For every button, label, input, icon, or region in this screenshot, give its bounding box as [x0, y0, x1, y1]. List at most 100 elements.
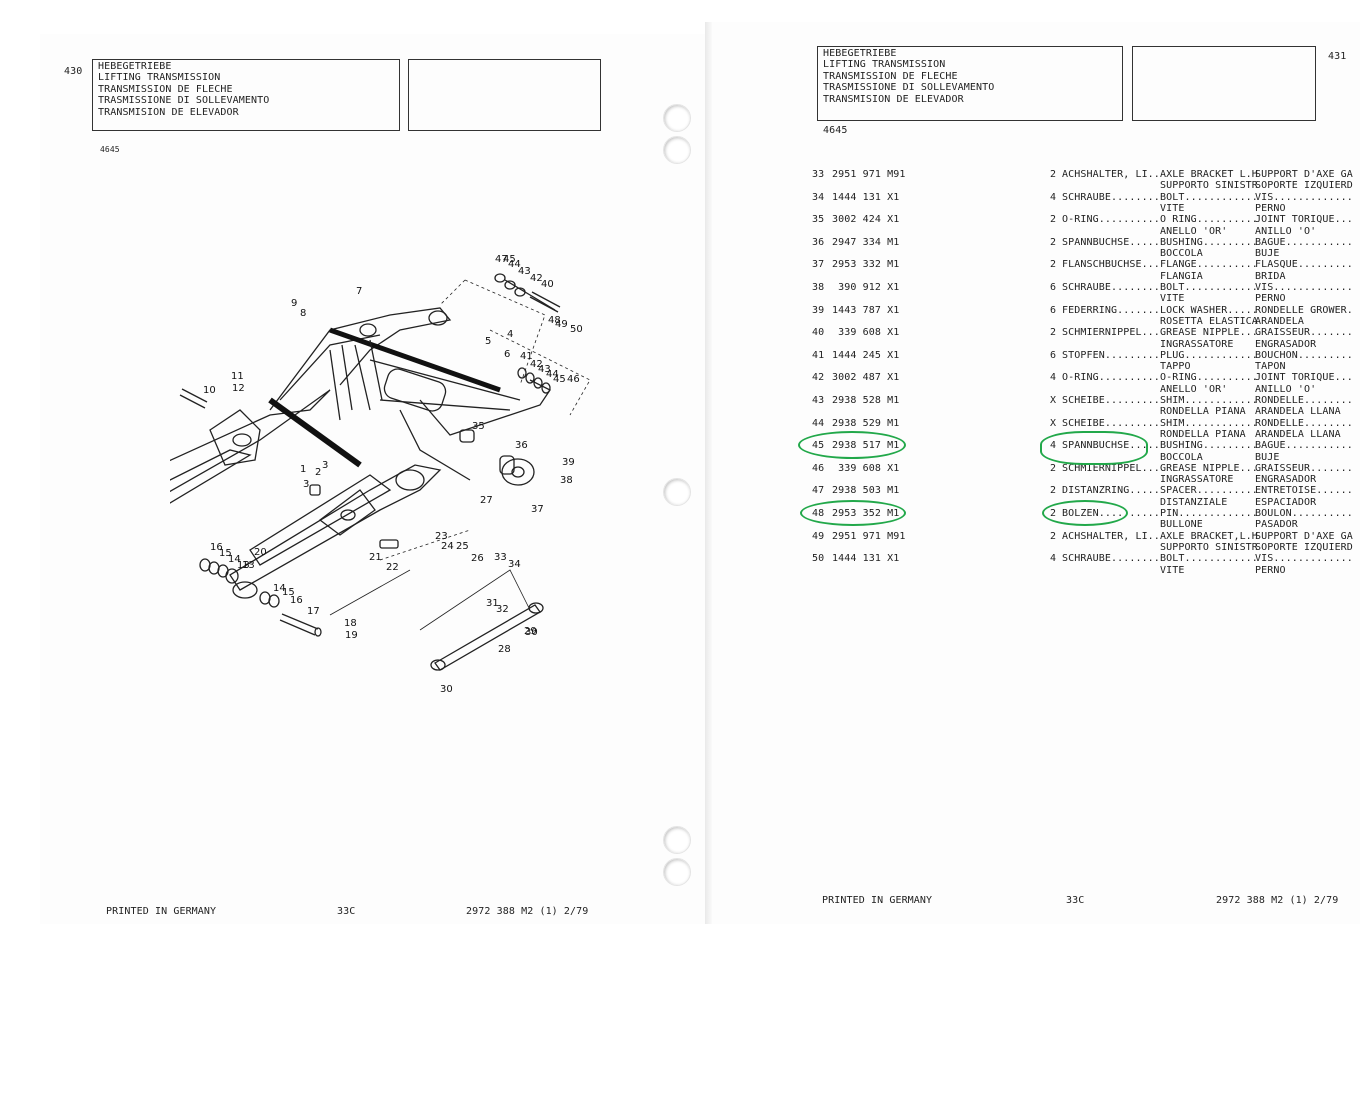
parts-de-cell: SCHRAUBE........ [1062, 191, 1160, 203]
parts-es-cell: PERNO [1255, 293, 1286, 305]
title-line: LIFTING TRANSMISSION [98, 72, 221, 84]
footer-printed: PRINTED IN GERMANY [822, 895, 933, 906]
callout: 26 [471, 553, 484, 564]
callout: 48 [548, 315, 561, 326]
parts-de-cell: ACHSHALTER, LI.. [1062, 530, 1160, 542]
parts-en-cell: GREASE NIPPLE... [1160, 462, 1258, 474]
binder-hole [663, 826, 691, 854]
parts-part-cell: 390 912 X1 [832, 282, 900, 293]
title-line: HEBEGETRIEBE [98, 61, 172, 72]
callout: 42 [530, 359, 543, 370]
parts-item-cell: 38 [812, 282, 825, 293]
parts-qty-cell: 4 [1050, 553, 1057, 565]
parts-en-cell: FLANGE.......... [1160, 259, 1258, 271]
parts-it-cell: ANELLO 'OR' [1160, 225, 1228, 237]
callout: 29 [524, 626, 537, 637]
parts-en-cell: SHIM............ [1160, 417, 1258, 429]
callout: 4 [507, 329, 513, 340]
callout: 16 [290, 595, 303, 606]
callout: 43 [538, 364, 551, 375]
callout: 47 [495, 254, 508, 265]
model-number: 4645 [823, 125, 848, 136]
parts-de-cell: SCHEIBE......... [1062, 417, 1160, 429]
callout: 31 [486, 598, 499, 609]
parts-it-cell: VITE [1160, 564, 1185, 576]
parts-it-cell: RONDELLA PIANA [1160, 406, 1246, 418]
parts-item-cell: 46 [812, 462, 825, 474]
callout: 30 [440, 684, 453, 695]
parts-en-cell: LOCK WASHER..... [1160, 304, 1258, 316]
parts-qty-cell: 6 [1050, 304, 1057, 316]
title-line: TRANSMISSION DE FLECHE [98, 83, 233, 95]
parts-qty-cell: X [1050, 395, 1057, 406]
parts-part-cell: 2947 334 M1 [832, 236, 900, 248]
parts-it-cell: SUPPORTO SINISTR [1160, 180, 1258, 192]
callout: 1 [300, 464, 306, 475]
callout: 34 [508, 559, 521, 570]
callout: 11 [231, 371, 244, 382]
parts-part-cell: 1443 787 X1 [832, 304, 900, 316]
callout: 8 [300, 308, 306, 319]
parts-qty-cell: 4 [1050, 372, 1057, 384]
parts-es-cell: BUJE [1255, 451, 1280, 463]
parts-item-cell: 40 [812, 327, 825, 339]
parts-en-cell: AXLE BRACKET,L.H [1160, 530, 1258, 542]
parts-fr-cell: SUPPORT D'AXE GA [1255, 530, 1353, 542]
parts-en-cell: BOLT............ [1160, 282, 1258, 293]
callout: 21 [369, 552, 382, 563]
callout: 42 [530, 273, 543, 284]
parts-fr-cell: VIS............. [1255, 553, 1353, 565]
title-line: TRASMISSIONE DI SOLLEVAMENTO [823, 82, 995, 94]
parts-fr-cell: BOULON.......... [1255, 508, 1353, 519]
parts-fr-cell: BAGUE........... [1255, 440, 1353, 452]
parts-qty-cell: 2 [1050, 530, 1057, 542]
parts-fr-cell: VIS............. [1255, 282, 1353, 293]
parts-fr-cell: JOINT TORIQUE... [1255, 214, 1353, 226]
parts-item-cell: 43 [812, 395, 825, 406]
title-line: TRASMISSIONE DI SOLLEVAMENTO [98, 95, 270, 107]
parts-it-cell: ROSETTA ELASTICA [1160, 315, 1258, 327]
parts-fr-cell: RONDELLE........ [1255, 417, 1353, 429]
parts-fr-cell: RONDELLE........ [1255, 395, 1353, 406]
callout: 14 [273, 583, 286, 594]
parts-fr-cell: VIS............. [1255, 191, 1353, 203]
parts-it-cell: INGRASSATORE [1160, 474, 1234, 486]
callout: 13 [237, 560, 250, 571]
parts-de-cell: SCHMIERNIPPEL... [1062, 327, 1160, 339]
parts-fr-cell: SUPPORT D'AXE GA [1255, 169, 1353, 180]
parts-de-cell: FLANSCHBUCHSE... [1062, 259, 1160, 271]
parts-it-cell: BOCCOLA [1160, 451, 1203, 463]
parts-es-cell: ESPACIADOR [1255, 496, 1317, 508]
parts-es-cell: TAPON [1255, 361, 1286, 373]
parts-de-cell: SCHRAUBE........ [1062, 553, 1160, 565]
callout: 7 [356, 286, 362, 297]
parts-en-cell: BOLT............ [1160, 553, 1258, 565]
parts-item-cell: 36 [812, 236, 825, 248]
parts-it-cell: BULLONE [1160, 519, 1203, 531]
title-line: LIFTING TRANSMISSION [823, 59, 946, 71]
parts-de-cell: ACHSHALTER, LI.. [1062, 169, 1160, 180]
parts-it-cell: INGRASSATORE [1160, 338, 1234, 350]
callout: 25 [456, 541, 469, 552]
callout: 9 [291, 298, 297, 309]
footer-section: 33C [337, 906, 356, 917]
exploded-parts-diagram: 1 2 3 3 4 5 6 7 8 9 10 11 12 13 14 15 16… [170, 254, 591, 695]
parts-part-cell: 2951 971 M91 [832, 530, 906, 542]
parts-it-cell: SUPPORTO SINISTR [1160, 541, 1258, 553]
parts-qty-cell: 2 [1050, 485, 1057, 497]
parts-en-cell: O-RING.......... [1160, 372, 1258, 384]
parts-item-cell: 41 [812, 349, 825, 361]
parts-qty-cell: 6 [1050, 349, 1057, 361]
linkage-drawing [170, 273, 591, 671]
callout: 38 [560, 475, 573, 486]
parts-fr-cell: FLASQUE......... [1255, 259, 1353, 271]
parts-it-cell: VITE [1160, 202, 1185, 214]
